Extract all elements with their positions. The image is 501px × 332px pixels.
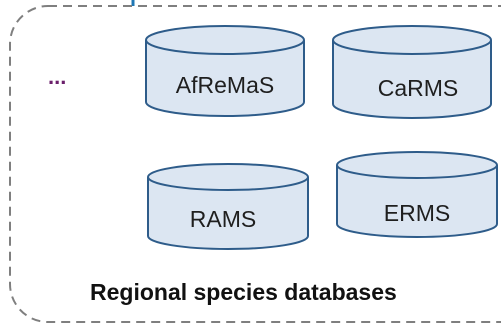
database-cylinder-body — [147, 177, 309, 250]
database-label-afremas: AfReMaS — [176, 72, 274, 98]
database-cylinder-erms: ERMS — [336, 151, 498, 238]
database-cylinder-body — [336, 165, 498, 238]
more-databases-ellipsis: ... — [48, 64, 66, 89]
database-cylinder-top — [332, 25, 492, 55]
database-cylinder-top — [147, 163, 309, 191]
database-label-carms: CaRMS — [378, 75, 459, 101]
database-cylinder-afremas: AfReMaS — [145, 25, 305, 117]
database-cylinder-top — [336, 151, 498, 179]
database-cylinder-body — [332, 40, 492, 119]
database-cylinder-carms: CaRMS — [332, 25, 492, 119]
database-label-erms: ERMS — [384, 200, 450, 226]
group-caption: Regional species databases — [90, 279, 397, 305]
database-cylinder-rams: RAMS — [147, 163, 309, 250]
database-cylinder-body — [145, 40, 305, 117]
database-cylinder-top — [145, 25, 305, 55]
group-border — [9, 5, 501, 323]
database-label-rams: RAMS — [190, 206, 256, 232]
